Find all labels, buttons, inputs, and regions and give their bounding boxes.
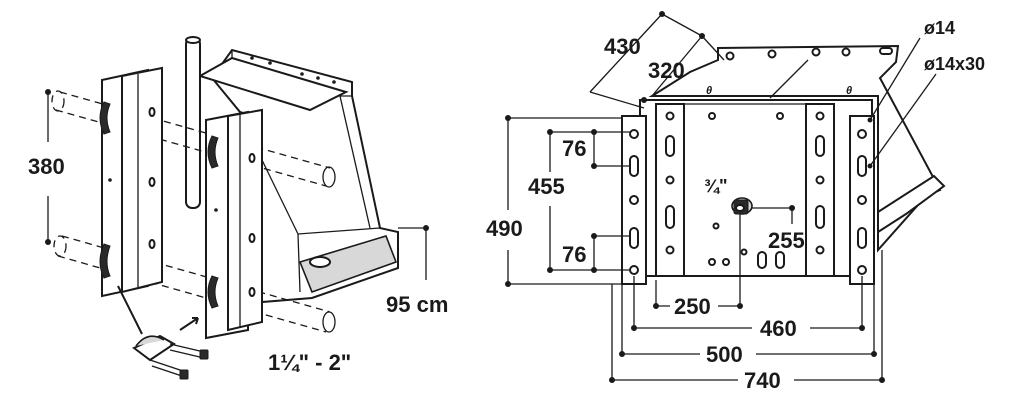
dim-500-label: 500 — [706, 342, 743, 367]
svg-text:θ: θ — [706, 85, 712, 97]
dim-hole-round-label: ø14 — [924, 18, 955, 38]
tube-upper — [51, 90, 336, 188]
dim-455-line — [547, 129, 630, 273]
dim-hole-slot-label: ø14x30 — [924, 54, 985, 74]
dim-460-label: 460 — [760, 316, 797, 341]
dim-320-label: 320 — [648, 58, 685, 83]
left-upright — [99, 66, 163, 298]
dim-740-line — [609, 250, 885, 383]
dim-490-label: 490 — [486, 216, 523, 241]
dim-255-line — [752, 205, 795, 224]
dim-76-bottom-line — [591, 233, 630, 273]
dim-95cm-line — [398, 225, 429, 280]
top-plate — [197, 56, 349, 112]
dim-76-top-label: 76 — [562, 136, 586, 161]
dim-95cm-label: 95 cm — [386, 292, 448, 317]
right-front-view: θ — [486, 11, 985, 393]
dim-diagonal-lines — [589, 11, 725, 109]
dim-430-label: 430 — [604, 34, 641, 59]
svg-text:θ: θ — [846, 85, 852, 97]
dim-380-label: 380 — [28, 154, 65, 179]
dim-76-top-line — [591, 129, 630, 169]
dim-250-label: 250 — [674, 294, 711, 319]
dim-740-label: 740 — [744, 368, 781, 393]
left-isometric-view: 380 95 cm 1¼" - 2" — [28, 36, 448, 380]
u-bolt-clamp — [117, 285, 209, 380]
dim-490-line — [505, 115, 622, 287]
tube-lower — [53, 235, 336, 333]
vertical-rod — [185, 37, 201, 209]
right-upright — [205, 108, 263, 340]
dim-460-line — [631, 276, 865, 331]
dim-255-label: 255 — [768, 228, 805, 253]
hole-callout-lines — [867, 37, 937, 169]
side-fin — [877, 174, 946, 234]
dim-250-line — [653, 214, 743, 309]
thread-fitting — [731, 197, 753, 215]
dim-tube-range-label: 1¼" - 2" — [268, 350, 351, 375]
dim-380-line — [45, 89, 51, 245]
dim-500-line — [619, 284, 877, 357]
dim-455-label: 455 — [528, 174, 565, 199]
dim-thread-label: ¾" — [704, 176, 728, 196]
dim-76-bottom-label: 76 — [562, 242, 586, 267]
